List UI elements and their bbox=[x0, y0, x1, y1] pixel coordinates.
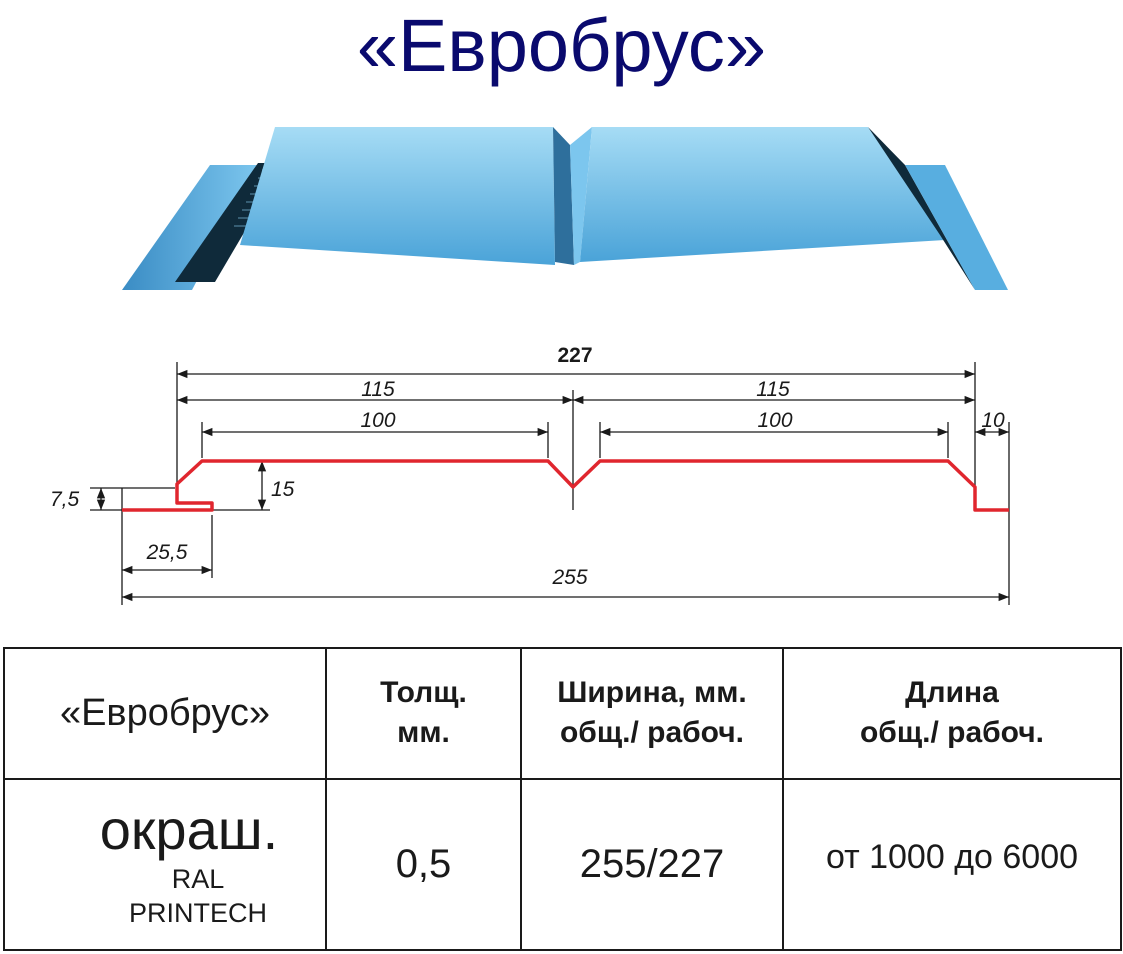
header-length-line1: Длина bbox=[905, 676, 999, 710]
header-width: Ширина, мм. общ./ рабоч. bbox=[520, 647, 784, 780]
dim-label-255: 255 bbox=[551, 566, 587, 589]
coating-type-ral: RAL bbox=[171, 864, 225, 895]
header-thickness-line1: Толщ. bbox=[380, 676, 467, 710]
dim-label-25-5: 25,5 bbox=[146, 541, 188, 564]
profile-groove-left bbox=[553, 127, 574, 265]
cell-length: от 1000 до 6000 bbox=[782, 777, 1122, 952]
cell-coating: окраш. RAL PRINTECH bbox=[3, 777, 327, 952]
dim-label-227: 227 bbox=[557, 344, 592, 367]
header-length: Длина общ./ рабоч. bbox=[782, 647, 1122, 780]
coating-label: окраш. bbox=[99, 798, 279, 862]
section-drawing: 227 115 115 100 100 10 7,5 15 25,5 255 bbox=[50, 344, 1010, 605]
cell-width: 255/227 bbox=[520, 777, 784, 952]
profile-illustration bbox=[122, 127, 1008, 290]
header-name: «Евробрус» bbox=[3, 647, 327, 780]
cell-thickness: 0,5 bbox=[325, 777, 522, 952]
dim-label-7-5: 7,5 bbox=[50, 488, 80, 511]
profile-groove-right bbox=[570, 127, 592, 265]
page-title: «Евробрус» bbox=[356, 4, 767, 87]
header-thickness: Толщ. мм. bbox=[325, 647, 522, 780]
coating-type-printech: PRINTECH bbox=[128, 898, 267, 929]
header-width-line1: Ширина, мм. bbox=[557, 676, 747, 710]
profile-right-flange bbox=[905, 165, 1008, 290]
header-name-label: «Евробрус» bbox=[59, 691, 271, 734]
profile-section-line bbox=[122, 459, 1009, 512]
header-thickness-line2: мм. bbox=[397, 716, 450, 750]
dim-label-100-left: 100 bbox=[360, 409, 395, 432]
header-length-line2: общ./ рабоч. bbox=[859, 716, 1045, 750]
table-row: окраш. RAL PRINTECH 0,5 255/227 от 1000 … bbox=[3, 777, 1122, 952]
profile-left-face bbox=[240, 127, 555, 265]
dim-label-10: 10 bbox=[981, 409, 1005, 432]
dim-label-115-left: 115 bbox=[361, 378, 395, 401]
spec-table: «Евробрус» Толщ. мм. Ширина, мм. общ./ р… bbox=[3, 647, 1122, 952]
profile-right-face bbox=[580, 127, 945, 262]
table-header-row: «Евробрус» Толщ. мм. Ширина, мм. общ./ р… bbox=[3, 647, 1122, 780]
profile-left-flange bbox=[122, 165, 258, 290]
dim-label-15: 15 bbox=[271, 478, 295, 501]
dim-label-115-right: 115 bbox=[756, 378, 790, 401]
header-width-line2: общ./ рабоч. bbox=[559, 716, 745, 750]
dim-label-100-right: 100 bbox=[757, 409, 792, 432]
